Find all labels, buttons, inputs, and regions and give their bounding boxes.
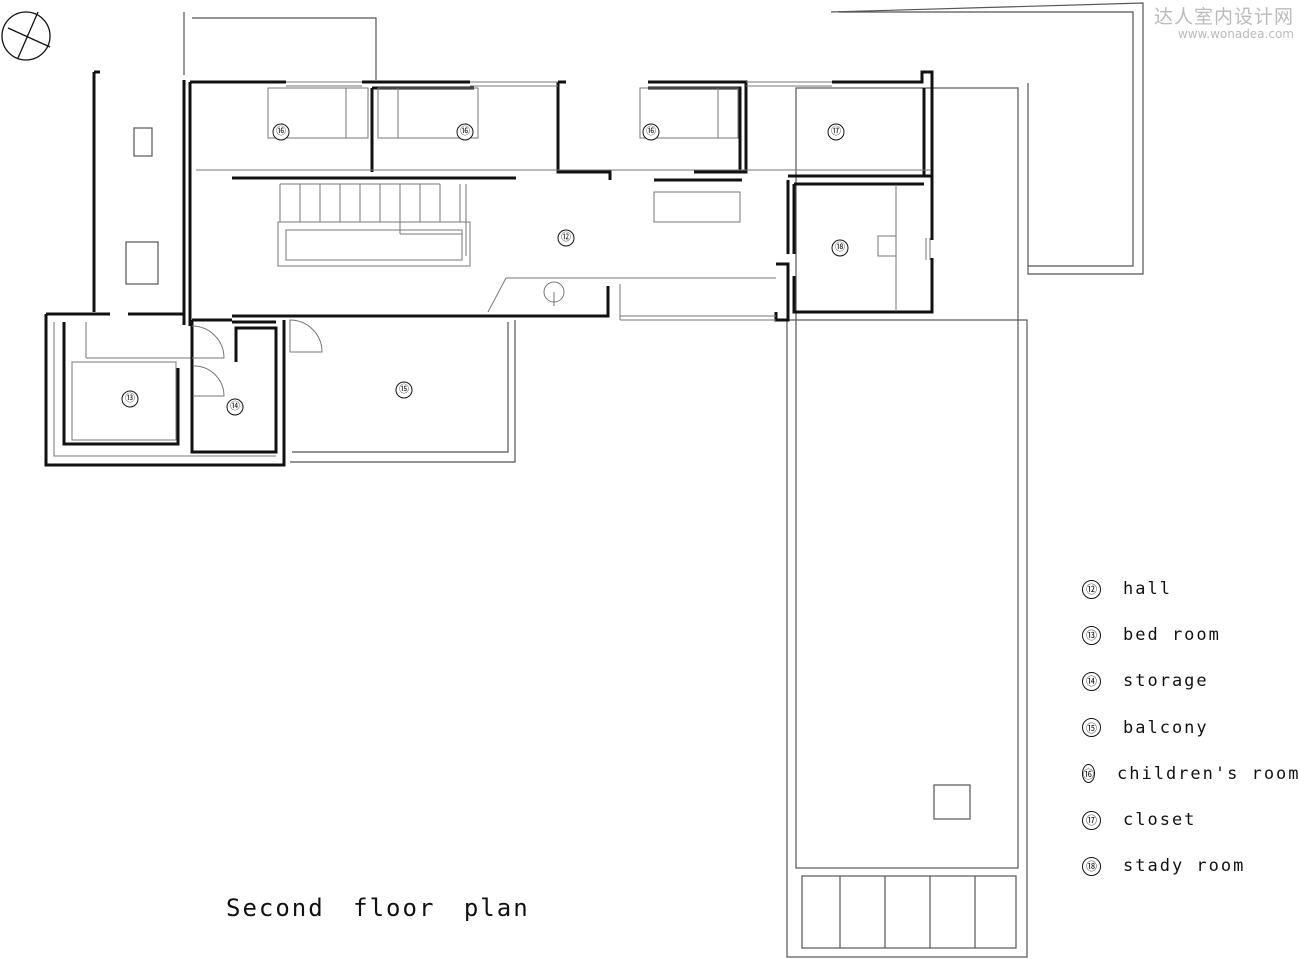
legend-text: hall (1123, 579, 1172, 600)
room-legend: ⑫ hall ⑬ bed room ⑭ storage ⑮ balcony ⑯ children'… (1082, 566, 1299, 889)
legend-number: ⑭ (1082, 671, 1101, 691)
legend-item: ⑱ stady room (1082, 843, 1292, 889)
label-childrens-room-3: ⑯ (646, 126, 656, 138)
legend-number: ⑱ (1082, 856, 1101, 876)
legend-text: storage (1123, 671, 1209, 692)
legend-item: ⑬ bed room (1082, 612, 1292, 658)
watermark-url: www.wonadea.com (1177, 27, 1294, 41)
label-childrens-room-2: ⑯ (460, 126, 470, 138)
legend-item: ⑫ hall (1082, 566, 1292, 612)
label-study: ⑱ (835, 242, 845, 254)
legend-text: closet (1123, 810, 1197, 831)
label-hall: ⑫ (561, 232, 571, 244)
north-arrow-icon (1, 11, 51, 61)
plan-title: Second floor plan (226, 894, 530, 922)
legend-text: children's room (1117, 763, 1300, 784)
walls (44, 70, 934, 467)
legend-item: ⑭ storage (1082, 658, 1292, 704)
legend-item: ⑯ children's room (1082, 751, 1299, 797)
label-bedroom: ⑬ (125, 393, 135, 405)
watermark: 达人室内设计网 www.wonadea.com (1154, 2, 1294, 41)
legend-number: ⑯ (1082, 764, 1095, 784)
staircase (277, 183, 471, 267)
legend-number: ⑫ (1082, 579, 1101, 599)
legend-item: ⑮ balcony (1082, 705, 1292, 751)
label-balcony: ⑮ (399, 384, 409, 396)
legend-item: ⑰ closet (1082, 797, 1292, 843)
legend-number: ⑰ (1082, 810, 1101, 830)
room-labels: ⑯ ⑯ ⑯ ⑰ ⑫ ⑱ ⑬ ⑭ ⑮ (121, 123, 849, 416)
label-childrens-room-1: ⑯ (276, 126, 286, 138)
legend-text: balcony (1123, 717, 1209, 738)
legend-number: ⑮ (1082, 718, 1101, 738)
label-storage: ⑭ (230, 401, 240, 413)
watermark-name: 达人室内设计网 (1153, 6, 1294, 28)
label-closet: ⑰ (831, 126, 841, 138)
furniture (267, 87, 741, 223)
legend-text: bed room (1123, 625, 1221, 646)
legend-text: stady room (1123, 856, 1246, 877)
terrace-outlines (183, 2, 1144, 958)
legend-number: ⑬ (1082, 625, 1101, 645)
